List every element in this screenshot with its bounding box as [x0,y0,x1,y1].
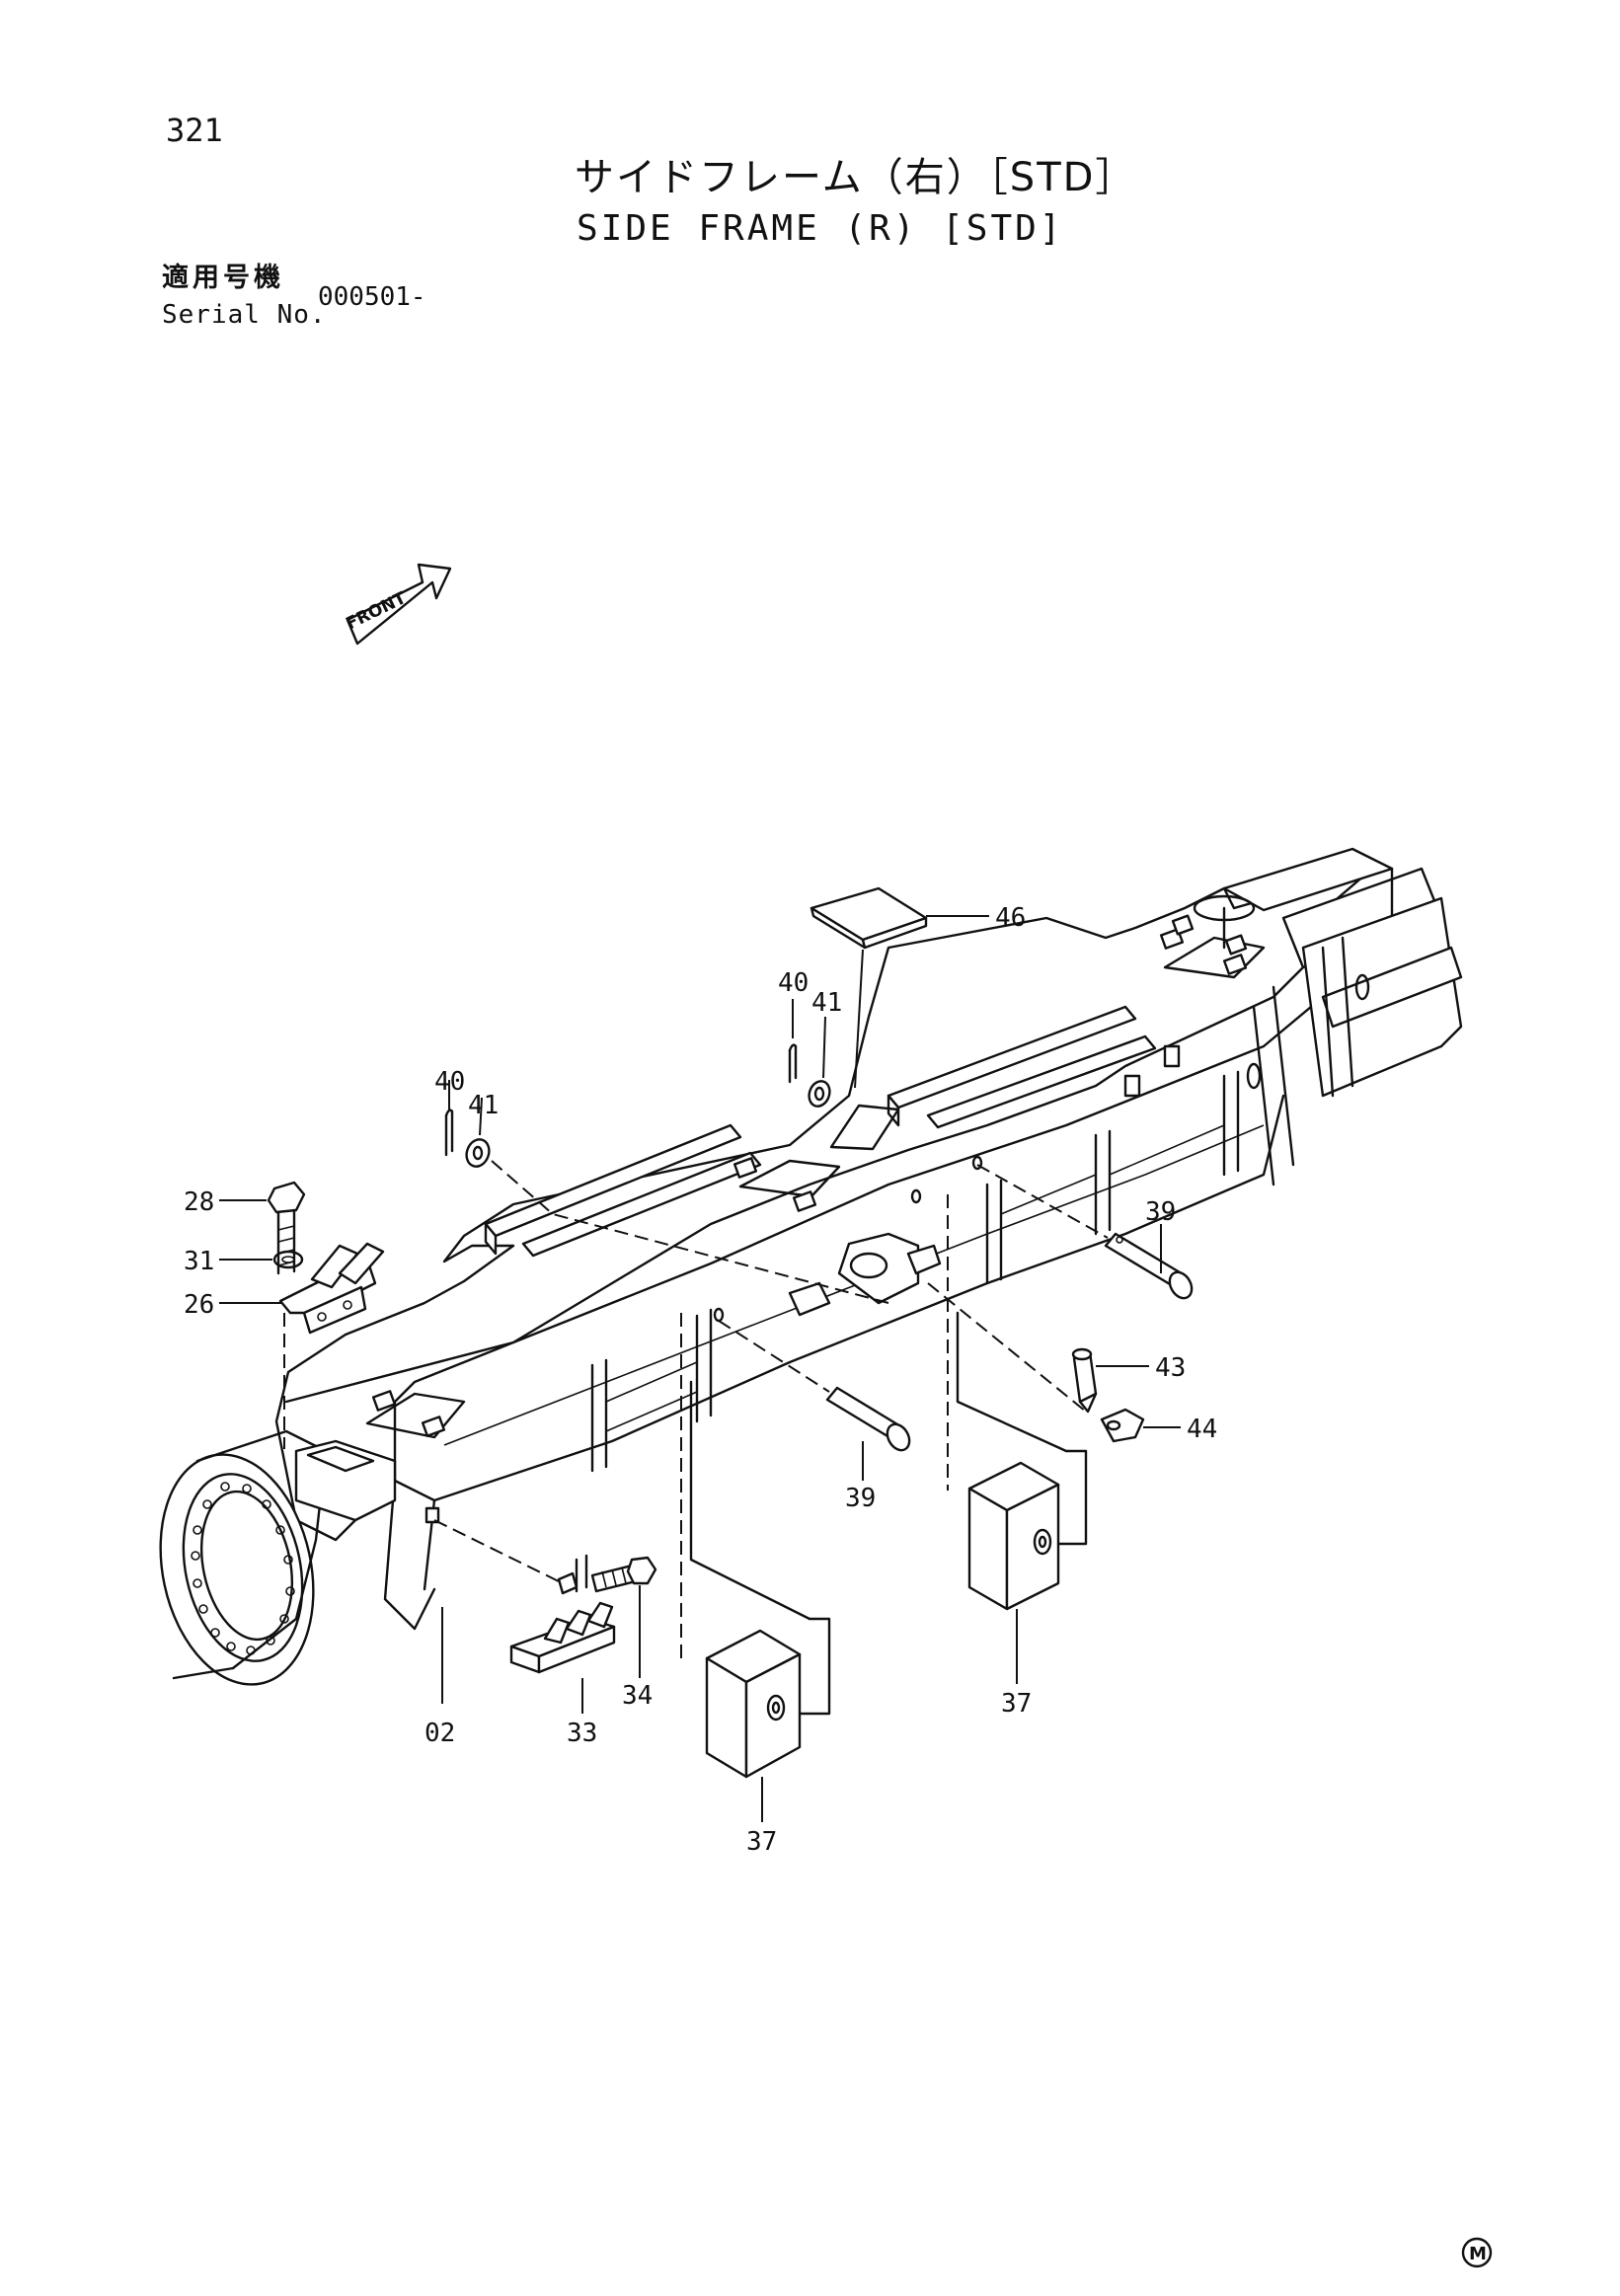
callout-40-lower: 40 [434,1067,465,1097]
page-title-en: SIDE FRAME (R) [STD] [577,208,1064,249]
part-39-pin-lower [825,1386,911,1452]
part-40-cotter-pin-upper [788,1043,798,1084]
part-40-cotter-pin-lower [444,1109,454,1157]
callout-33: 33 [567,1719,597,1748]
page-title-jp: サイドフレーム（右）［STD］ [575,155,1137,200]
part-31-spring-washer [272,1250,304,1269]
callout-37-lower: 37 [746,1827,777,1857]
callout-26: 26 [184,1290,214,1320]
part-41-washer-upper [808,1080,831,1108]
callout-41-lower: 41 [468,1091,499,1120]
serial-label-en: Serial No. [162,300,327,330]
page-number: 321 [166,112,223,149]
callout-41-upper: 41 [811,988,842,1018]
serial-label-jp: 適用号機 [162,263,284,293]
part-44-lock [1100,1408,1145,1443]
part-46-cover-plate [810,886,928,950]
callout-46: 46 [995,903,1026,933]
part-33-track-guard [509,1554,616,1674]
callout-31: 31 [184,1247,214,1276]
callout-40-upper: 40 [778,968,809,998]
callout-37-upper: 37 [1001,1689,1032,1719]
part-39-pin-upper [1104,1232,1194,1300]
part-43-pin [1071,1347,1098,1414]
callout-39-upper: 39 [1145,1197,1176,1227]
part-37-block-lower [705,1629,802,1779]
callout-39-lower: 39 [845,1484,876,1513]
part-37-block-upper [967,1461,1060,1611]
side-frame-body [159,847,1463,1686]
callout-43: 43 [1155,1353,1186,1383]
callout-02: 02 [424,1719,455,1748]
bolt-circle-holes [191,1482,295,1655]
part-34-bolt [590,1556,657,1593]
footer-m-mark: M [1461,2237,1493,2268]
callout-28: 28 [184,1187,214,1217]
front-arrow-icon: FRONT [343,563,452,646]
part-41-washer-lower [465,1138,491,1168]
callout-34: 34 [622,1681,653,1711]
part-26-bracket [278,1242,385,1335]
serial-number-value: 000501- [318,282,426,312]
callout-44: 44 [1187,1415,1217,1444]
footer-mark-label: M [1469,2244,1487,2264]
